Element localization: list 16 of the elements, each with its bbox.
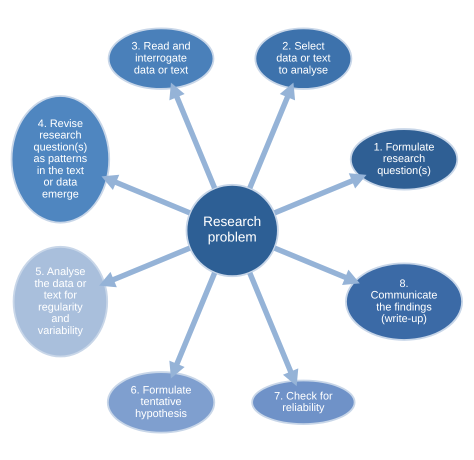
node-ellipse: 8. Communicate the findings (write-up) — [345, 262, 463, 340]
arrow — [247, 82, 296, 189]
node-ellipse: 7. Check for reliability — [251, 379, 356, 424]
node-ellipse: 5. Analyse the data or text for regularity and variability — [12, 245, 108, 357]
node-ellipse: 6. Formulate tentative hypothesis — [106, 370, 216, 433]
node-ellipse: 2. Select data or text to analyse — [254, 27, 352, 90]
arrow — [274, 245, 360, 284]
arrow — [247, 271, 298, 386]
arrow — [274, 172, 367, 215]
node-ellipse: 3. Read and interrogate data or text — [108, 27, 214, 90]
node-ellipse: 4. Revise research question(s) as patterns in the text or data emerge — [10, 94, 110, 224]
arrow — [169, 271, 218, 378]
arrow — [102, 174, 191, 215]
node-circle: Research problem — [186, 183, 279, 277]
arrow — [99, 245, 191, 287]
arrow — [169, 82, 218, 189]
